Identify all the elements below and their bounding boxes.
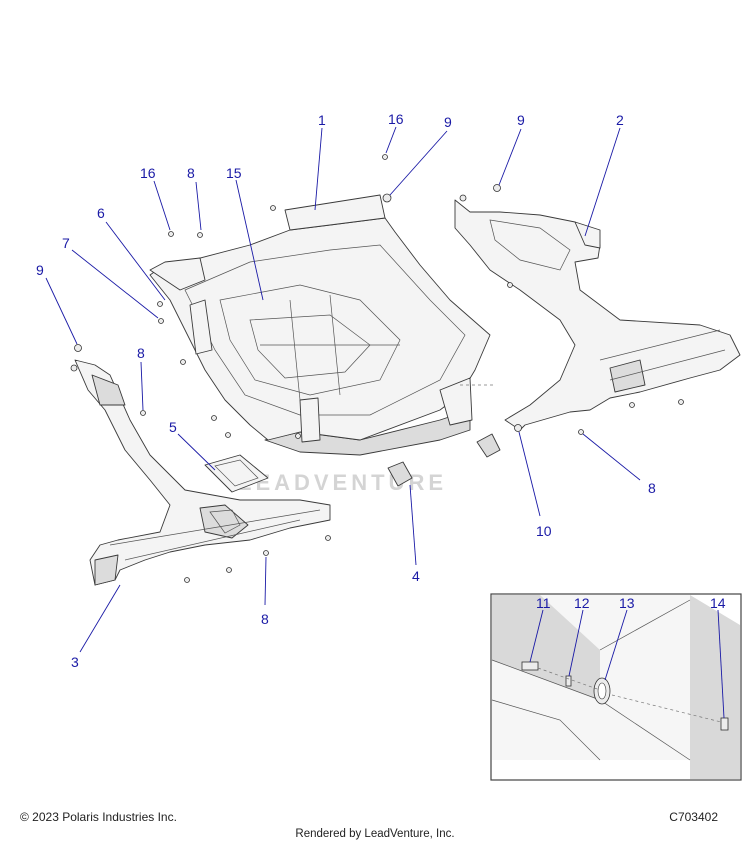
inset-detail <box>490 593 742 781</box>
callout-14: 14 <box>710 595 726 611</box>
left-side-bracket <box>74 359 331 586</box>
callout-5: 5 <box>169 419 177 435</box>
diagram-code: C703402 <box>669 810 718 824</box>
callout-15: 15 <box>226 165 242 181</box>
callout-13: 13 <box>619 595 635 611</box>
callout-12: 12 <box>574 595 590 611</box>
right-side-bracket <box>454 199 741 431</box>
fasteners <box>70 154 684 583</box>
callout-16: 16 <box>388 111 404 127</box>
callout-8: 8 <box>261 611 269 627</box>
part-5-panel <box>204 454 269 493</box>
callout-1: 1 <box>318 112 326 128</box>
callout-8: 8 <box>137 345 145 361</box>
callout-9: 9 <box>36 262 44 278</box>
watermark: LEADVENTURE <box>238 470 447 495</box>
leader-lines <box>45 126 725 719</box>
callout-9: 9 <box>517 112 525 128</box>
callout-10: 10 <box>536 523 552 539</box>
callout-6: 6 <box>97 205 105 221</box>
callout-3: 3 <box>71 654 79 670</box>
callout-9: 9 <box>444 114 452 130</box>
rendered-by-text: Rendered by LeadVenture, Inc. <box>295 828 455 840</box>
callout-labels: 1 2 3 4 5 6 7 8 8 8 8 9 9 9 10 11 12 13 … <box>36 111 726 670</box>
callout-8: 8 <box>648 480 656 496</box>
part-4-cover <box>387 433 501 487</box>
front-panel <box>149 194 386 291</box>
callout-7: 7 <box>62 235 70 251</box>
callout-8: 8 <box>187 165 195 181</box>
cargo-box-tub <box>149 217 491 456</box>
copyright-text: © 2023 Polaris Industries Inc. <box>20 810 177 824</box>
callout-4: 4 <box>412 568 420 584</box>
callout-16: 16 <box>140 165 156 181</box>
callout-11: 11 <box>536 595 551 611</box>
callout-2: 2 <box>616 112 624 128</box>
